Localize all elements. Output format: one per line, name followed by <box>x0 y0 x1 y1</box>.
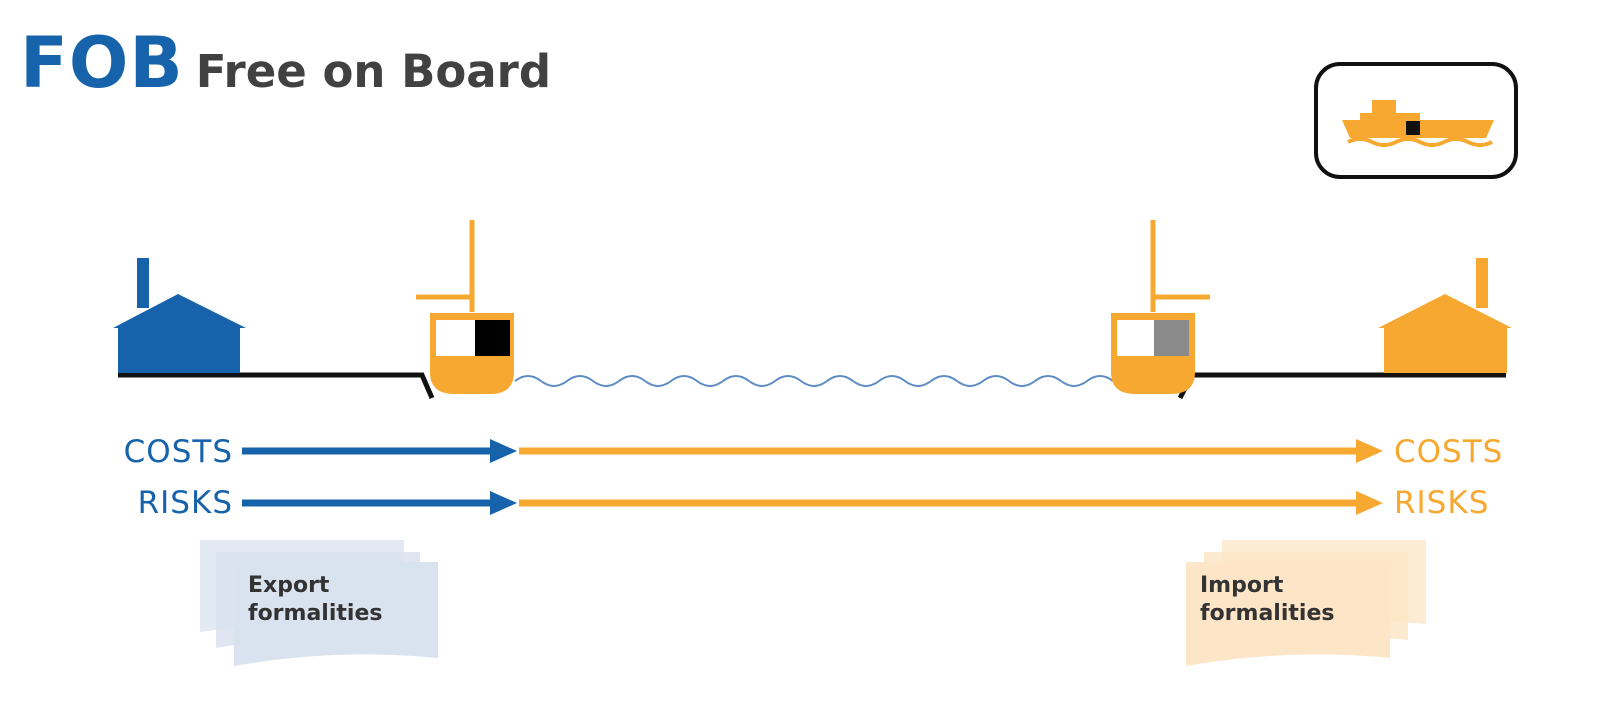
export-doc-line1: Export <box>248 573 330 598</box>
ship-icon <box>1342 100 1494 147</box>
export-document-icon: Export formalities <box>200 540 438 666</box>
origin-vessel-icon <box>416 220 514 394</box>
risks-arrows <box>242 491 1383 515</box>
seller-ground <box>118 372 435 399</box>
origin-cargo-container <box>475 320 510 356</box>
buyer-risks-label: RISKS <box>1394 485 1489 521</box>
seller-costs-arrow-head <box>490 439 517 463</box>
import-doc-line1: Import <box>1200 573 1284 598</box>
buyer-ground <box>1177 372 1506 400</box>
buyer-costs-arrow-head <box>1356 439 1383 463</box>
title-abbreviation: FOB <box>20 22 184 104</box>
buyer-costs-label: COSTS <box>1394 434 1503 470</box>
buyer-risks-arrow-head <box>1356 491 1383 515</box>
import-document-icon: Import formalities <box>1186 540 1426 666</box>
water-wave <box>514 375 1116 387</box>
seller-risks-label: RISKS <box>138 485 233 521</box>
costs-arrows <box>242 439 1383 463</box>
seller-costs-label: COSTS <box>124 434 233 470</box>
seller-risks-arrow-head <box>490 491 517 515</box>
destination-cargo-container <box>1154 320 1189 356</box>
title-full-name: Free on Board <box>195 45 552 98</box>
warehouse-icon <box>1378 258 1512 373</box>
factory-icon <box>113 258 246 373</box>
export-doc-line2: formalities <box>248 601 382 626</box>
transport-mode-badge <box>1314 62 1518 179</box>
import-doc-line2: formalities <box>1200 601 1334 626</box>
destination-vessel-icon <box>1111 220 1210 394</box>
